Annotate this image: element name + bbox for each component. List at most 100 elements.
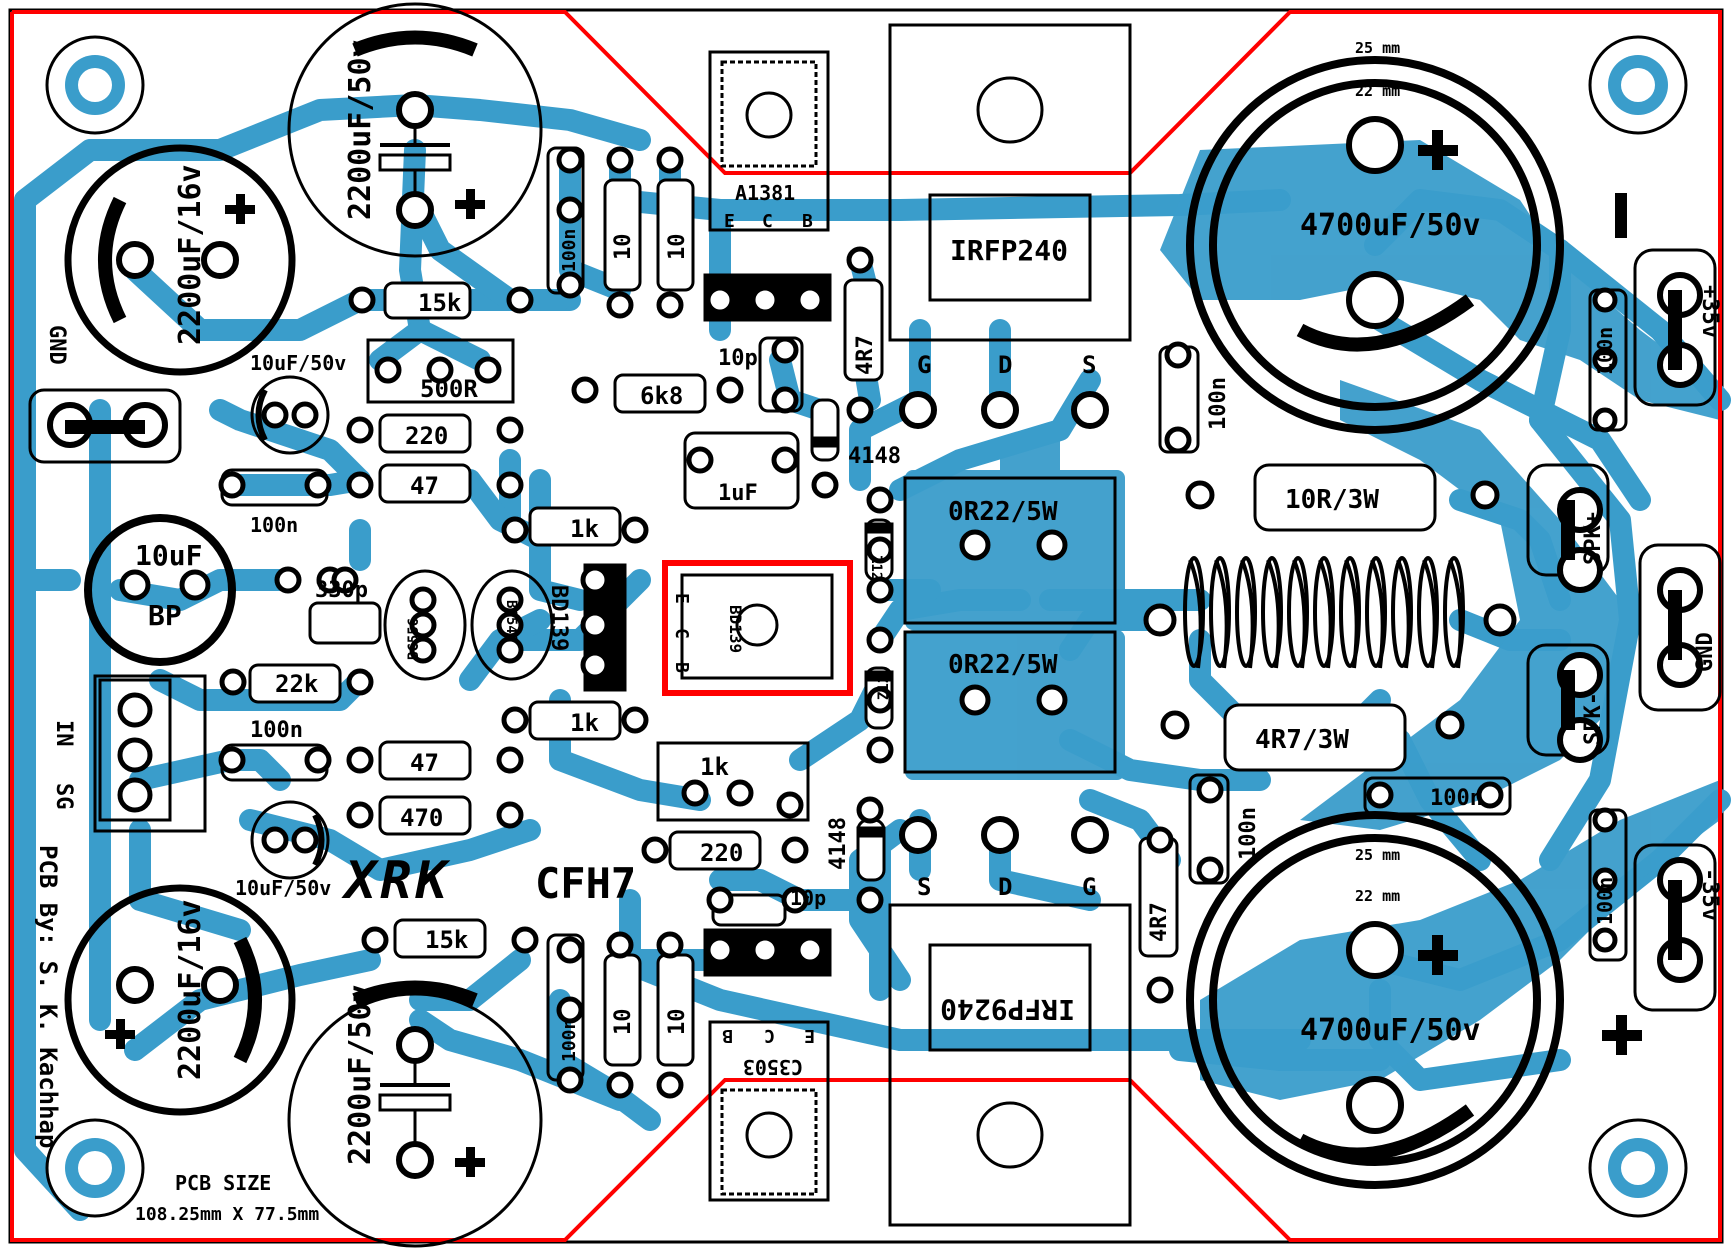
solder-pad [656,1071,684,1099]
inductor-turn-ring [1287,556,1309,668]
label-cap-100n-r2: 100n [1593,327,1617,375]
solder-pad [1483,603,1517,637]
gnd-link-bar [65,420,145,434]
label-4148-a: 4148 [848,444,901,469]
label-r1k-a: 1k [570,515,599,543]
solder-pad [656,146,684,174]
label-cap-10p-a: 10p [718,346,758,371]
inductor-turn-ring [1235,556,1257,668]
solder-pad [501,706,529,734]
solder-pad [795,285,825,315]
solder-pad [856,886,884,914]
label-plus35: +35v [1697,285,1722,338]
solder-pad [705,285,735,315]
solder-pad [899,391,937,429]
solder-pad [396,1141,434,1179]
label-c3503: C3503 [743,1055,803,1079]
solder-pad [409,611,437,639]
label-pin-e-bottom: E [804,1025,815,1046]
red-outlines [10,10,1722,1242]
label-r10-d: 10 [665,1009,690,1036]
label-r470: 470 [400,804,443,832]
label-r10-a: 10 [611,234,636,261]
label-bp: BP [148,599,182,632]
label-r1k-pot: 1k [700,753,729,781]
label-pin-g-bottom: G [1082,873,1096,901]
solder-pad [331,566,359,594]
solder-pad [361,926,389,954]
solder-pad [179,569,211,601]
solder-pad [606,146,634,174]
solder-pad [474,356,502,384]
solder-pad [705,935,735,965]
solder-pad [1346,921,1404,979]
label-r6k8: 6k8 [640,382,683,410]
solder-pad [374,356,402,384]
label-r15k-bottom: 15k [425,926,469,954]
gnd-out-link [1668,590,1682,660]
logo-xrk: XRK [341,851,451,911]
label-in: IN [51,720,76,747]
label-a1381: A1381 [735,181,795,205]
solder-pad [291,826,319,854]
label-r4r73w: 4R7/3W [1255,725,1349,755]
solder-pad [426,356,454,384]
label-credit: PCB By: S. K. Kachhap [34,845,62,1148]
solder-pad [686,446,714,474]
mounting-hole-bl [45,1118,145,1218]
solder-pad [1036,529,1068,561]
solder-pad [346,668,374,696]
label-gnd-left: GND [44,325,69,365]
solder-pad [866,626,894,654]
solder-pad [959,684,991,716]
inductor-turn-ring [1313,556,1335,668]
solder-pad [1592,927,1618,953]
label-cap-100n-r: 100n [1206,377,1231,430]
solder-pad [606,931,634,959]
label-pin-d-bottom: D [998,873,1012,901]
solder-pad [656,291,684,319]
label-cap-10uf-bp: 10uF [135,539,202,572]
label-dim25-top: 25 mm [1355,39,1400,57]
label-pin-c-center: C [671,628,692,639]
inductor-turn-ring [1209,556,1231,668]
label-pin-d-top: D [998,351,1012,379]
label-gnd-right: GND [1693,632,1718,672]
solder-pad [866,736,894,764]
solder-pad [496,416,524,444]
label-pin-e-top: E [724,211,735,232]
solder-pad [866,486,894,514]
solder-pad [771,336,799,364]
solder-pad [866,686,894,714]
solder-pad [1346,271,1404,329]
solder-pad [117,737,153,773]
solder-pad [606,1071,634,1099]
solder-pad [959,529,991,561]
solder-pad [1164,341,1192,369]
solder-pad [656,931,684,959]
label-cap-100n-q2: 100n [559,1019,580,1062]
label-cap-2200-16-bottom: 2200uF/16v [173,899,208,1080]
label-bc546: BC546 [503,600,519,642]
solder-pad [346,801,374,829]
label-r10-c: 10 [611,1009,636,1036]
label-irfp240: IRFP240 [950,234,1068,267]
inductor-turn-ring [1183,556,1205,668]
solder-pad [866,536,894,564]
solder-pad [119,569,151,601]
solder-pad [811,471,839,499]
label-bd139-center: BD139 [726,605,745,653]
mounting-hole-tl [45,35,145,135]
solder-pad [556,936,584,964]
solder-pad [795,935,825,965]
label-cap-2200-top: 2200uF/50v [343,39,378,220]
solder-pad [396,1026,434,1064]
solder-pad [261,401,289,429]
solder-pad [556,996,584,1024]
minus-mark-top [1615,193,1627,238]
label-cap-100n-a: 100n [250,513,298,537]
solder-pad [346,746,374,774]
solder-pad [1164,426,1192,454]
solder-pad [981,391,1019,429]
output-inductor [1183,556,1465,669]
